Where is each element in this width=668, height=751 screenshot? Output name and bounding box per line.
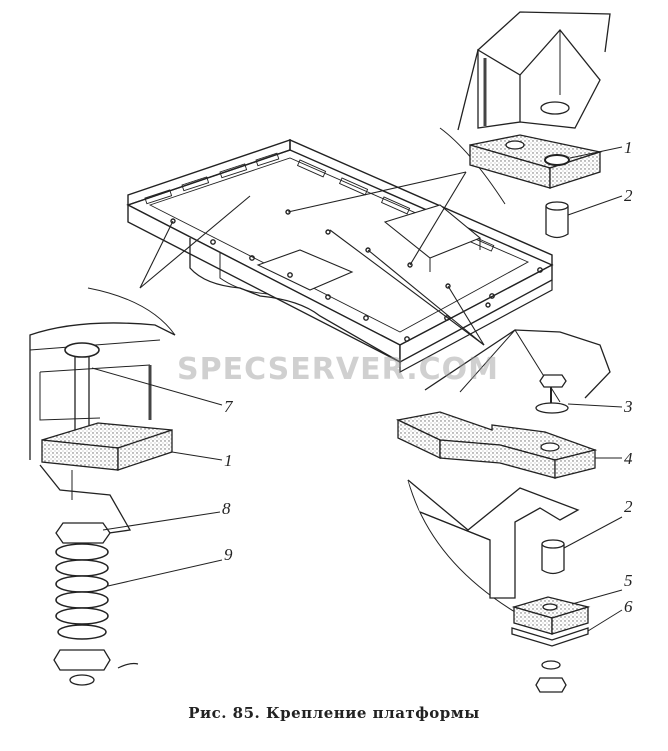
watermark: SPECSERVER.COM: [177, 352, 499, 387]
label-1-left: 1: [224, 451, 233, 470]
label-6: 6: [624, 597, 633, 616]
label-2-top: 2: [624, 186, 633, 205]
label-9: 9: [224, 545, 233, 564]
label-8: 8: [222, 499, 231, 518]
detail-right-middle: [395, 329, 623, 479]
detail-bottom-right: [407, 479, 623, 693]
label-4: 4: [624, 449, 633, 468]
label-5: 5: [624, 571, 633, 590]
label-7: 7: [224, 397, 233, 416]
detail-left: [29, 287, 223, 686]
label-1-top: 1: [624, 138, 633, 157]
detail-top-right: [439, 11, 623, 239]
truck-platform: [126, 138, 554, 374]
label-2-bottom: 2: [624, 497, 633, 516]
leader-lines: [139, 171, 485, 346]
figure-caption: Рис. 85. Крепление платформы: [188, 704, 480, 722]
label-3: 3: [624, 397, 633, 416]
